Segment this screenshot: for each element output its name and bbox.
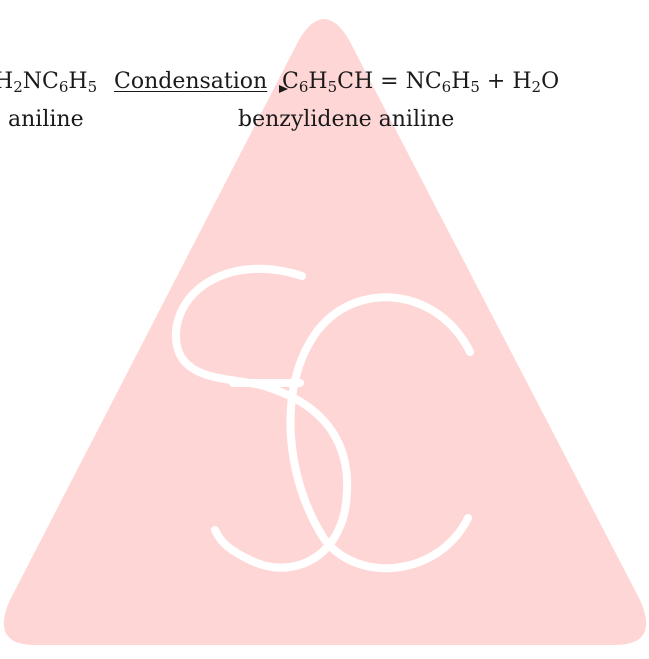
arrow-condition-label: Condensation	[114, 69, 268, 94]
reaction-arrow: Condensation	[114, 62, 288, 102]
watermark-letter-c	[286, 293, 474, 573]
reactant-formula: H2NC6H5	[0, 69, 98, 96]
watermark-letter-s	[171, 264, 352, 572]
arrow-head-icon	[279, 85, 288, 93]
watermark-triangle	[3, 19, 647, 645]
reactant-name-label: aniline	[8, 107, 84, 132]
product-name-label: benzylidene aniline	[238, 107, 455, 132]
product-formula: C6H5CH = NC6H5 + H2O	[282, 69, 560, 96]
